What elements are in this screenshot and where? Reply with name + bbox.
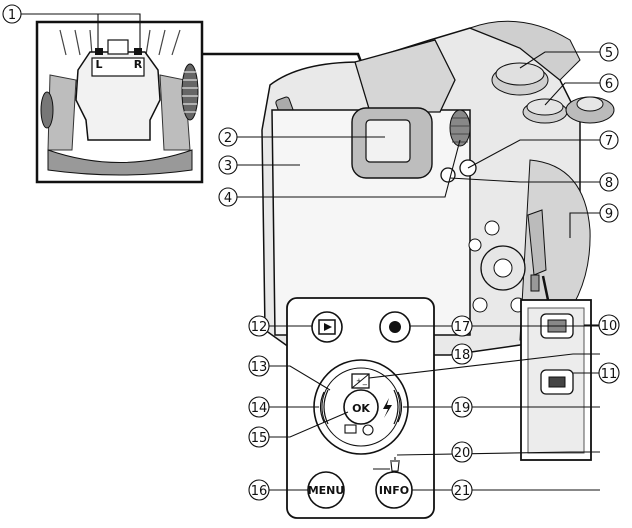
record-icon	[389, 321, 401, 333]
callout-17-label: 17	[451, 315, 473, 337]
svg-text:21: 21	[454, 484, 471, 499]
control-dial	[522, 98, 568, 124]
svg-text:−: −	[362, 381, 368, 389]
callout-8: 8	[599, 172, 619, 192]
flash-icon	[383, 398, 392, 418]
svg-text:1: 1	[8, 8, 16, 23]
playback-icon	[324, 323, 332, 331]
callouts-panel-right: 17 18 19 20 21	[451, 315, 473, 501]
callout-5: 5	[599, 42, 619, 62]
ok-button	[343, 389, 379, 425]
connector-leader	[541, 275, 550, 301]
callouts: 1 2 3 4 5 6 7 8 9 10 11 12 13 14 15 16	[2, 4, 620, 501]
inset-dial	[181, 63, 199, 121]
callout-1: 1	[2, 4, 22, 24]
svg-text:20: 20	[454, 446, 471, 461]
callout-6: 6	[599, 73, 619, 93]
ok-button-label: OK	[352, 402, 370, 415]
shoe-right-mark	[134, 48, 142, 55]
menu-button-label: MENU	[308, 484, 345, 497]
hotshoe-inset: L R	[35, 20, 204, 184]
svg-text:14: 14	[251, 401, 268, 416]
svg-text:11: 11	[601, 367, 618, 382]
shoe-left-mark	[95, 48, 103, 55]
self-timer-icon	[362, 424, 374, 436]
arrow-right	[393, 389, 403, 425]
callout-18: 18	[451, 343, 473, 365]
connector-inset	[520, 299, 592, 461]
svg-text:19: 19	[454, 401, 471, 416]
diopter-dial	[449, 109, 471, 147]
svg-text:8: 8	[605, 176, 613, 191]
hotshoe-right-label: R	[134, 58, 143, 71]
hotshoe-left-label: L	[95, 58, 102, 71]
callout-15: 15	[248, 426, 270, 448]
rear-button-bl	[472, 297, 488, 313]
eyecup	[351, 107, 433, 179]
callout-19: 19	[451, 396, 473, 418]
svg-text:15: 15	[251, 431, 268, 446]
callout-14: 14	[248, 396, 270, 418]
callout-2: 2	[218, 127, 238, 147]
svg-text:17: 17	[454, 320, 471, 335]
callout-13: 13	[248, 355, 270, 377]
button-panel: + − OK MENU INFO	[286, 297, 435, 519]
svg-text:4: 4	[224, 191, 232, 206]
callout-20: 20	[451, 441, 473, 463]
callout-11: 11	[598, 362, 620, 384]
callout-16: 16	[248, 479, 270, 501]
callout-10: 10	[598, 314, 620, 336]
info-button-label: INFO	[379, 484, 409, 497]
callout-21: 21	[451, 479, 473, 501]
svg-text:18: 18	[454, 348, 471, 363]
button-8	[440, 167, 456, 183]
svg-text:+: +	[356, 377, 362, 385]
svg-text:2: 2	[224, 131, 232, 146]
leader-lines	[21, 13, 600, 491]
svg-text:12: 12	[251, 320, 268, 335]
svg-text:5: 5	[605, 46, 613, 61]
trash-icon	[390, 457, 400, 472]
svg-text:9: 9	[605, 207, 613, 222]
callout-12: 12	[248, 315, 270, 337]
callout-7: 7	[599, 130, 619, 150]
callout-9: 9	[599, 203, 619, 223]
svg-text:10: 10	[601, 319, 618, 334]
camera-body	[261, 20, 615, 356]
svg-text:6: 6	[605, 77, 613, 92]
svg-text:7: 7	[605, 134, 613, 149]
svg-text:3: 3	[224, 159, 232, 174]
callout-3: 3	[218, 155, 238, 175]
mode-dial	[491, 62, 549, 96]
svg-text:13: 13	[251, 360, 268, 375]
callout-4: 4	[218, 187, 238, 207]
rear-button-top	[484, 220, 500, 236]
drive-icon	[344, 424, 357, 434]
svg-text:16: 16	[251, 484, 268, 499]
